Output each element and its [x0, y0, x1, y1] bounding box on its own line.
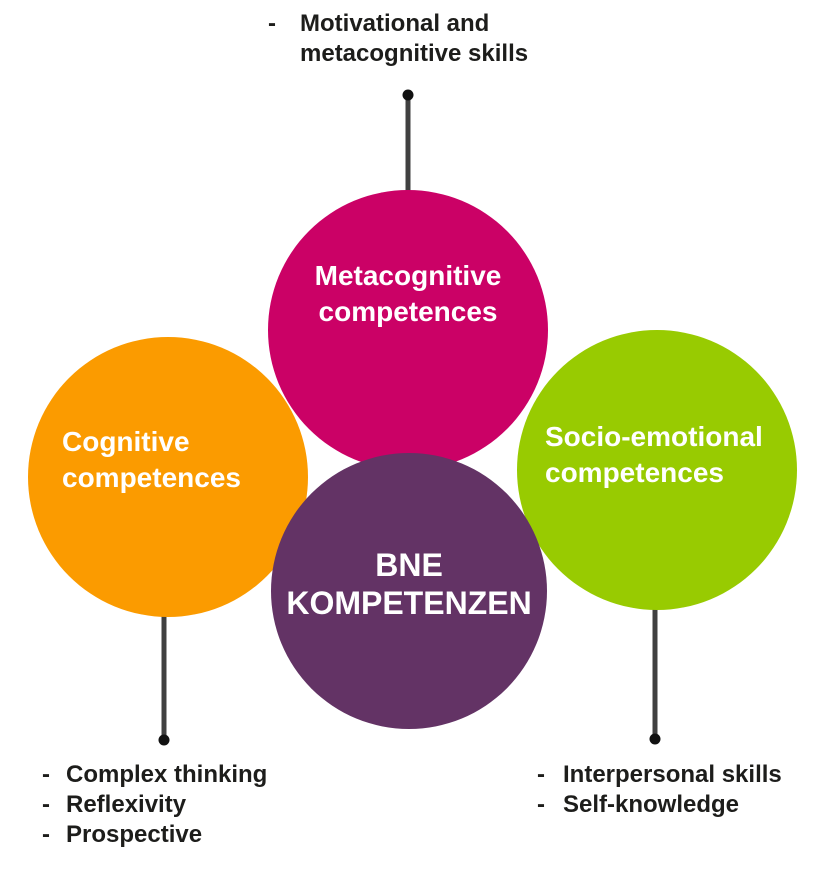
- connector-bottom-right: [649, 605, 661, 745]
- bullet-dash: -: [42, 761, 50, 788]
- bullet-dash: -: [42, 821, 50, 848]
- bne-center-label-line1: BNE: [375, 547, 443, 583]
- cognitive-label: Cognitive competences: [62, 424, 241, 496]
- bne-center-label-line2: KOMPETENZEN: [286, 585, 532, 621]
- list-item-text: Self-knowledge: [563, 791, 740, 818]
- connector-bottom-left: [158, 612, 170, 746]
- bullet-dash: -: [537, 791, 545, 818]
- list-item: - Interpersonal skills: [537, 760, 782, 790]
- socio-emotional-label-line2: competences: [545, 457, 724, 488]
- cognitive-label-line2: competences: [62, 462, 241, 493]
- list-item: - Complex thinking: [42, 760, 267, 790]
- circle-bne-center: [271, 453, 547, 729]
- list-item-text: Complex thinking: [66, 761, 268, 788]
- connector-top: [402, 89, 414, 195]
- metacognitive-label: Metacognitive competences: [268, 258, 548, 330]
- cognitive-label-line1: Cognitive: [62, 426, 190, 457]
- list-item: - Reflexivity: [42, 790, 267, 820]
- metacognitive-label-line2: competences: [318, 296, 498, 327]
- bullet-dash: -: [537, 761, 545, 788]
- list-item: - Motivational and metacognitive skills: [268, 9, 545, 69]
- circle-socio-emotional: [517, 330, 797, 610]
- circle-metacognitive: [268, 190, 548, 470]
- list-item-text: Reflexivity: [66, 791, 187, 818]
- metacognitive-label-line1: Metacognitive: [314, 260, 502, 291]
- bne-center-label: BNE KOMPETENZEN: [271, 546, 547, 622]
- circle-cognitive: [28, 337, 308, 617]
- bottom-right-annotation-list: - Interpersonal skills - Self-knowledge: [537, 760, 782, 820]
- list-item-text: Interpersonal skills: [563, 761, 782, 788]
- socio-emotional-label: Socio-emotional competences: [545, 419, 763, 491]
- socio-emotional-label-line1: Socio-emotional: [545, 421, 763, 452]
- list-item: - Self-knowledge: [537, 790, 782, 820]
- list-item-text: Prospective: [66, 821, 203, 848]
- bullet-dash: -: [268, 10, 276, 37]
- bottom-left-annotation-list: - Complex thinking - Reflexivity - Prosp…: [42, 760, 267, 850]
- top-annotation-list: - Motivational and metacognitive skills: [268, 9, 545, 69]
- list-item: - Prospective: [42, 820, 267, 850]
- bullet-dash: -: [42, 791, 50, 818]
- list-item-text: Motivational and metacognitive skills: [300, 10, 529, 67]
